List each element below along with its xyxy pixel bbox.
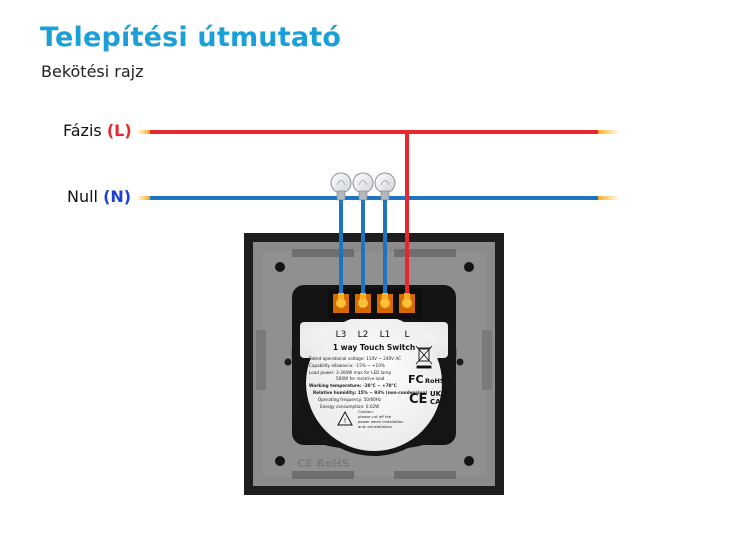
phase-wire-label: Fázis (L) bbox=[63, 121, 132, 140]
svg-text:and uninstallation: and uninstallation bbox=[358, 424, 393, 429]
page-subtitle: Bekötési rajz bbox=[41, 62, 144, 81]
screw-hole bbox=[464, 262, 474, 272]
spec-line: Operating frequency: 50/60Hz bbox=[318, 397, 382, 402]
spec-line: 500W for resistive load bbox=[336, 376, 385, 381]
screw-hole bbox=[464, 456, 474, 466]
spec-line: Capability allowance: -15% ~ +10% bbox=[309, 363, 385, 368]
spec-line: Working temperature: -20°C ~ +70°C bbox=[309, 383, 397, 388]
terminal-label-l: L bbox=[404, 330, 409, 340]
light-bulb-l1 bbox=[374, 172, 396, 201]
page-title: Telepítési útmutató bbox=[40, 22, 342, 53]
plate-embossed-marks: CE RoHS bbox=[297, 457, 350, 470]
spec-line: Relative humidity: 15% ~ 93% (non-conden… bbox=[313, 390, 427, 395]
module-heading: 1 way Touch Switch bbox=[333, 343, 415, 352]
svg-text:power when installation: power when installation bbox=[358, 419, 404, 424]
caution-warning: ! Caution: please cut off the power when… bbox=[337, 409, 404, 429]
load-wires bbox=[339, 200, 387, 298]
svg-text:UK: UK bbox=[430, 390, 442, 398]
screw-hole bbox=[275, 262, 285, 272]
terminal-screw-l bbox=[402, 298, 412, 308]
terminal-label-l3: L3 bbox=[336, 330, 347, 340]
switch-module: L3 L2 L1 L 1 way Touch Switch Rated oper… bbox=[291, 285, 457, 456]
spec-line: Load power: 3-300W max for LED lamp bbox=[309, 370, 392, 375]
light-bulb-l3 bbox=[330, 172, 352, 201]
terminal-label-l2: L2 bbox=[358, 330, 369, 340]
terminal-screw-l1 bbox=[380, 298, 390, 308]
ce-mark: CE bbox=[409, 392, 427, 407]
svg-text:please cut off the: please cut off the bbox=[358, 414, 392, 419]
phase-drop-wire bbox=[405, 133, 409, 298]
phase-wire-code: (L) bbox=[106, 121, 132, 140]
neutral-wire-name: Null bbox=[67, 187, 98, 206]
terminal-label-l1: L1 bbox=[380, 330, 391, 340]
spec-line: Energy consumption: 0.02W bbox=[320, 404, 379, 409]
svg-text:Caution:: Caution: bbox=[358, 409, 374, 414]
svg-text:!: ! bbox=[344, 417, 347, 425]
spec-line: Rated operational voltage: 110V ~ 240V A… bbox=[309, 356, 401, 361]
ukca-mark: UK CA bbox=[430, 390, 442, 406]
weee-bin-icon bbox=[415, 345, 433, 369]
neutral-wire bbox=[136, 196, 620, 200]
neutral-wire-code: (N) bbox=[103, 187, 132, 206]
fc-mark: FC bbox=[408, 373, 424, 386]
terminal-screw-l3 bbox=[336, 298, 346, 308]
terminal-screw-l2 bbox=[358, 298, 368, 308]
rohs-mark: RoHS bbox=[425, 377, 445, 385]
light-bulb-l2 bbox=[352, 172, 374, 201]
phase-wire bbox=[136, 130, 620, 134]
screw-hole bbox=[275, 456, 285, 466]
phase-wire-name: Fázis bbox=[63, 121, 102, 140]
svg-text:CA: CA bbox=[430, 398, 441, 406]
neutral-wire-label: Null (N) bbox=[67, 187, 131, 206]
warning-icon bbox=[337, 410, 353, 426]
